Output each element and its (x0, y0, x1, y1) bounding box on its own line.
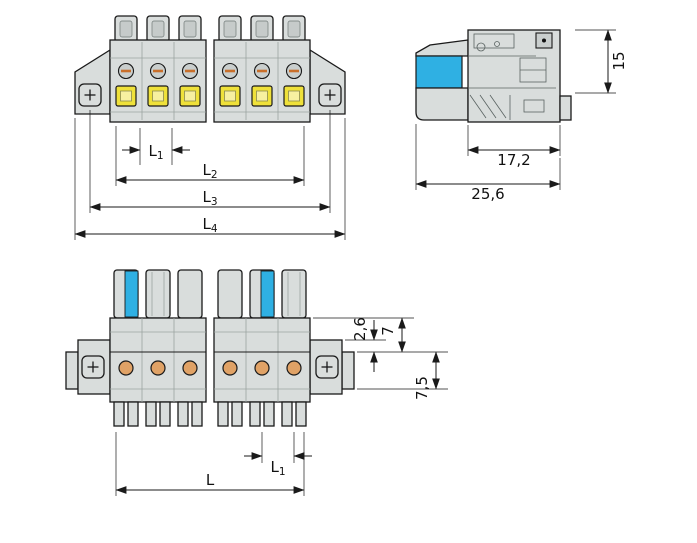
tooth (295, 401, 307, 427)
dim-label-17-2: 17,2 (497, 151, 530, 169)
dim-label-25-6: 25,6 (471, 185, 504, 203)
tooth (113, 401, 125, 427)
dim-l3: L3 (89, 110, 331, 213)
push-button-inner (288, 90, 300, 102)
housing-left-group (109, 39, 207, 123)
conductor-entry (150, 360, 166, 376)
latch-inner (119, 20, 133, 38)
push-button-inner (152, 90, 164, 102)
side-view: 15 17,2 25,6 (415, 29, 628, 203)
tooth (159, 401, 171, 427)
tooth (249, 401, 261, 427)
screw-cross-icon (324, 89, 336, 101)
dim-depth-25-6: 25,6 (415, 124, 561, 203)
dim-label-l4: L4 (202, 215, 217, 235)
plug-nose-bottom (415, 87, 469, 121)
screw-cross-icon (87, 361, 99, 373)
tooth (263, 401, 275, 427)
latch (145, 269, 171, 319)
dim-label-l1-bottom: L1 (270, 458, 285, 478)
dim-depth-17-2: 17,2 (467, 125, 561, 169)
coding-element (124, 270, 139, 318)
latch (217, 269, 243, 319)
bottom-view: 2,6 7 7,5 L1 L (65, 269, 448, 496)
latch-pin (542, 38, 546, 43)
push-button-inner (256, 90, 268, 102)
dim-label-l3: L3 (202, 188, 217, 208)
dim-label-7: 7 (379, 326, 397, 336)
push-button-inner (120, 90, 132, 102)
conductor-entry (222, 360, 238, 376)
tooth (127, 401, 139, 427)
pole-separators (110, 42, 310, 120)
dim-label-l2: L2 (202, 161, 217, 181)
dim-7: 7 (379, 317, 406, 353)
tooth (231, 401, 243, 427)
coding-element (415, 55, 463, 89)
dim-pitch-l1: L1 (244, 432, 312, 478)
dim-length-l: L (115, 432, 305, 496)
push-button-inner (224, 90, 236, 102)
clamping-screws (117, 62, 303, 80)
dim-label-15: 15 (610, 51, 628, 70)
screw-cross-icon (84, 89, 96, 101)
screw-cross-icon (321, 361, 333, 373)
front-view: L1 L2 L3 L4 (74, 15, 346, 240)
tooth (281, 401, 293, 427)
conductor-entry (286, 360, 302, 376)
tooth (145, 401, 157, 427)
dim-7-5: 7,5 (357, 351, 448, 400)
dim-height-15: 15 (575, 29, 628, 94)
latch (177, 269, 203, 319)
push-button-inner (184, 90, 196, 102)
latch-inner (287, 20, 301, 38)
dim-l4: L4 (74, 118, 346, 240)
latch (281, 269, 307, 319)
conductor-entry (254, 360, 270, 376)
latch-inner (183, 20, 197, 38)
plug-nose-top (415, 39, 469, 57)
dim-label-2-6: 2,6 (351, 317, 369, 341)
dim-label-7-5: 7,5 (413, 376, 431, 400)
dim-l1: L1 (122, 128, 190, 165)
latch-row (114, 15, 306, 43)
conductor-entry (182, 360, 198, 376)
housing-right-group (213, 39, 311, 123)
tooth (177, 401, 189, 427)
internal-details (468, 33, 556, 120)
push-buttons (115, 85, 305, 107)
dim-label-l1: L1 (148, 142, 163, 162)
latch-inner (255, 20, 269, 38)
tooth (217, 401, 229, 427)
conductor-entry (118, 360, 134, 376)
rail-tab-right (341, 351, 355, 390)
dim-label-l: L (206, 471, 215, 489)
rail-tab-left (65, 351, 79, 390)
latch-inner (151, 20, 165, 38)
bottom-teeth (113, 401, 307, 427)
coding-element (260, 270, 275, 318)
latch-columns (113, 269, 307, 319)
dim-l2: L2 (115, 126, 305, 186)
tooth (191, 401, 203, 427)
conductor-entries (118, 360, 302, 376)
pole-separators (110, 318, 310, 402)
latch-inner (223, 20, 237, 38)
strain-relief-tab (559, 95, 572, 121)
